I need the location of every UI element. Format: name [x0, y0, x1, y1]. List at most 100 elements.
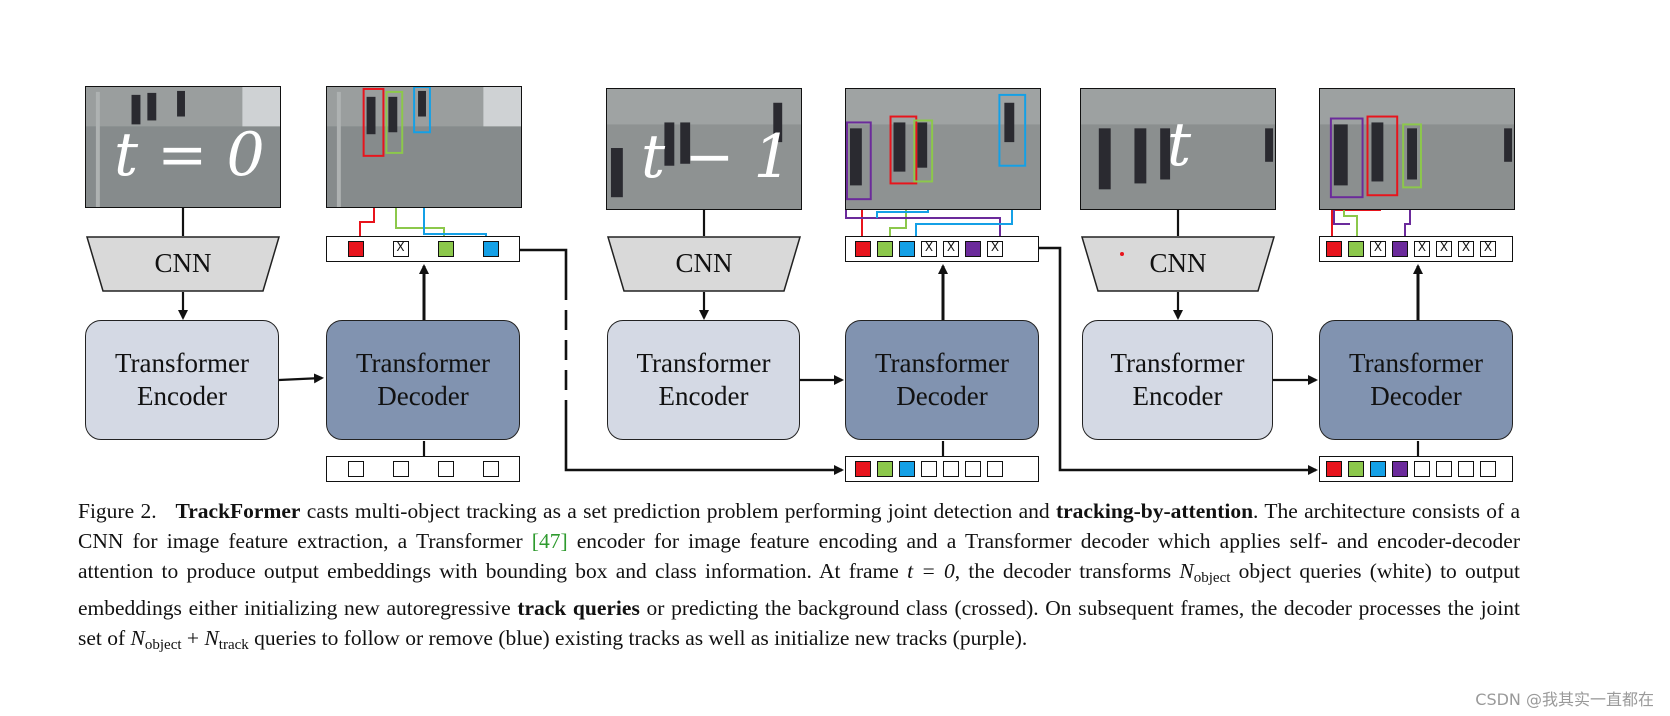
token-green — [437, 241, 454, 257]
output-embeddings-t0 — [326, 236, 520, 262]
token-track-query-red — [1326, 461, 1342, 477]
video-frame-t0-detections — [326, 86, 522, 208]
encoder-label-line1: Transformer — [1110, 348, 1245, 378]
watermark: CSDN @我其实一直都在 — [1475, 690, 1654, 709]
object-queries-t0 — [326, 456, 520, 482]
cnn-label: CNN — [1149, 248, 1207, 278]
cnn-label: CNN — [675, 248, 733, 278]
frame-label-t-minus-1: t − 1 — [641, 122, 792, 192]
subscript-track: track — [218, 637, 249, 653]
token-crossed — [1480, 240, 1496, 257]
queries-t-minus-1 — [845, 456, 1039, 482]
token-blue — [899, 241, 915, 257]
token-track-query-red — [855, 461, 871, 477]
cnn-label: CNN — [154, 248, 212, 278]
encoder-label-line2: Encoder — [1132, 381, 1223, 411]
token-object-query — [1480, 461, 1496, 477]
video-frame-t-minus-1: t − 1 — [606, 88, 802, 210]
decoder-label-line2: Decoder — [1370, 381, 1462, 411]
token-red — [347, 241, 364, 257]
decoder-label-line1: Transformer — [356, 348, 490, 378]
token-crossed — [1414, 240, 1430, 257]
caption-text-2: . The architecture consists of a CNN for… — [78, 499, 1521, 553]
token-track-query-blue — [1370, 461, 1386, 477]
subscript-object: object — [1193, 570, 1231, 586]
figure-caption: Figure 2. TrackFormer casts multi-object… — [78, 496, 1520, 660]
output-embeddings-t — [1319, 236, 1513, 262]
token-object-query — [1414, 461, 1430, 477]
token-track-query-purple — [1392, 461, 1408, 477]
token-purple — [965, 241, 981, 257]
token-red — [1326, 241, 1342, 257]
token-object-query — [987, 461, 1003, 477]
token-object-query — [965, 461, 981, 477]
video-frame-t-detections — [1319, 88, 1515, 210]
queries-t — [1319, 456, 1513, 482]
decoder-label-line1: Transformer — [1349, 348, 1483, 378]
frame-label-t: t — [1167, 110, 1192, 180]
token-object-query — [437, 461, 454, 477]
frame-label-t0: t = 0 — [114, 120, 265, 190]
token-track-query-green — [1348, 461, 1364, 477]
math-t0: t = 0 — [907, 559, 955, 583]
math-plus: + — [181, 626, 205, 650]
token-object-query — [392, 461, 409, 477]
caption-text-1: casts multi-object tracking as a set pre… — [300, 499, 1056, 523]
caption-text-7: queries to follow or remove (blue) exist… — [248, 626, 1028, 650]
video-frame-t-minus-1-detections — [845, 88, 1041, 210]
video-frame-t: t — [1080, 88, 1276, 210]
decoder-label-line2: Decoder — [377, 381, 469, 411]
caption-text-5: object queries (white) to output embeddi… — [78, 559, 1520, 620]
token-red — [855, 241, 871, 257]
decoder-label-line2: Decoder — [896, 381, 988, 411]
subscript-object-2: object — [144, 637, 182, 653]
token-crossed — [987, 240, 1003, 257]
caption-bold-trackformer: TrackFormer — [175, 499, 301, 523]
token-crossed — [1436, 240, 1452, 257]
token-object-query — [1458, 461, 1474, 477]
token-crossed — [1458, 240, 1474, 257]
figure-number: Figure 2. — [78, 499, 157, 523]
token-green — [877, 241, 893, 257]
token-blue — [482, 241, 499, 257]
cnn-block-t-minus-1: CNN — [606, 236, 802, 292]
caption-text-4: , the decoder transforms — [954, 559, 1180, 583]
caption-text-3: encoder for image feature encoding and a… — [78, 529, 1520, 583]
token-crossed — [1370, 240, 1386, 257]
math-n-track: N — [204, 626, 219, 650]
video-frame-t0: t = 0 — [85, 86, 281, 208]
citation-link[interactable]: [47] — [531, 529, 568, 553]
caption-bold-tracking-by-attention: tracking-by-attention — [1055, 499, 1254, 523]
encoder-label-line1: Transformer — [636, 348, 771, 378]
token-object-query — [943, 461, 959, 477]
token-object-query — [482, 461, 499, 477]
token-track-query-blue — [899, 461, 915, 477]
encoder-label-line1: Transformer — [115, 348, 249, 378]
token-green — [1348, 241, 1364, 257]
token-crossed — [392, 240, 409, 257]
encoder-label-line2: Encoder — [137, 381, 227, 411]
encoder-label-line2: Encoder — [658, 381, 749, 411]
token-object-query — [347, 461, 364, 477]
math-n-object-2: N — [130, 626, 145, 650]
token-track-query-green — [877, 461, 893, 477]
caption-text-6: or predicting the background class (cros… — [78, 596, 1521, 650]
caption-bold-track-queries: track queries — [517, 596, 640, 620]
output-embeddings-t-minus-1 — [845, 236, 1039, 262]
cnn-block-t: CNN — [1080, 236, 1276, 292]
decoder-label-line1: Transformer — [875, 348, 1009, 378]
math-n-object: N — [1179, 559, 1194, 583]
cnn-block-t0: CNN — [85, 236, 281, 292]
token-object-query — [921, 461, 937, 477]
token-purple — [1392, 241, 1408, 257]
trackformer-architecture-diagram: t = 0 t − 1 — [0, 0, 1670, 490]
token-crossed — [921, 240, 937, 257]
token-crossed — [943, 240, 959, 257]
token-object-query — [1436, 461, 1452, 477]
